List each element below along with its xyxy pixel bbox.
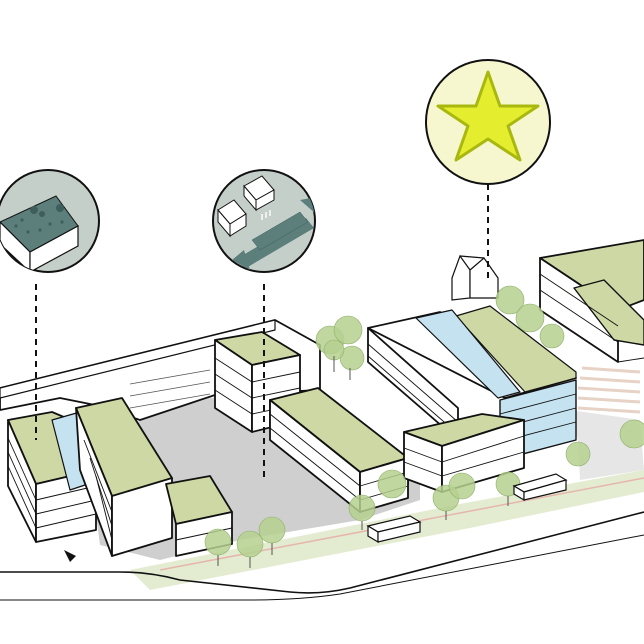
trees (204, 285, 644, 558)
right-block-glass-roof (415, 309, 521, 399)
tree-trunks (217, 356, 509, 568)
middle-block-side (111, 477, 173, 557)
right-large-block (367, 305, 577, 493)
two-way-connection-arrow-icon (217, 175, 315, 270)
far-right-wing-roof (573, 279, 644, 346)
kiosks (366, 473, 568, 544)
entrance-arrow-icon (64, 550, 76, 562)
street-edge (0, 534, 644, 601)
green-roof-building-icon (0, 195, 79, 272)
star-icon (436, 70, 540, 162)
historic-house (451, 254, 499, 301)
connection-callout (212, 169, 316, 273)
leader-lines (35, 184, 489, 480)
pedestrian-path (577, 366, 641, 414)
street-curb (0, 511, 644, 594)
green-roof-callout (0, 169, 100, 273)
landmark-callout (425, 59, 551, 185)
right-block-roof-green (455, 305, 577, 393)
far-right-block (539, 239, 644, 363)
